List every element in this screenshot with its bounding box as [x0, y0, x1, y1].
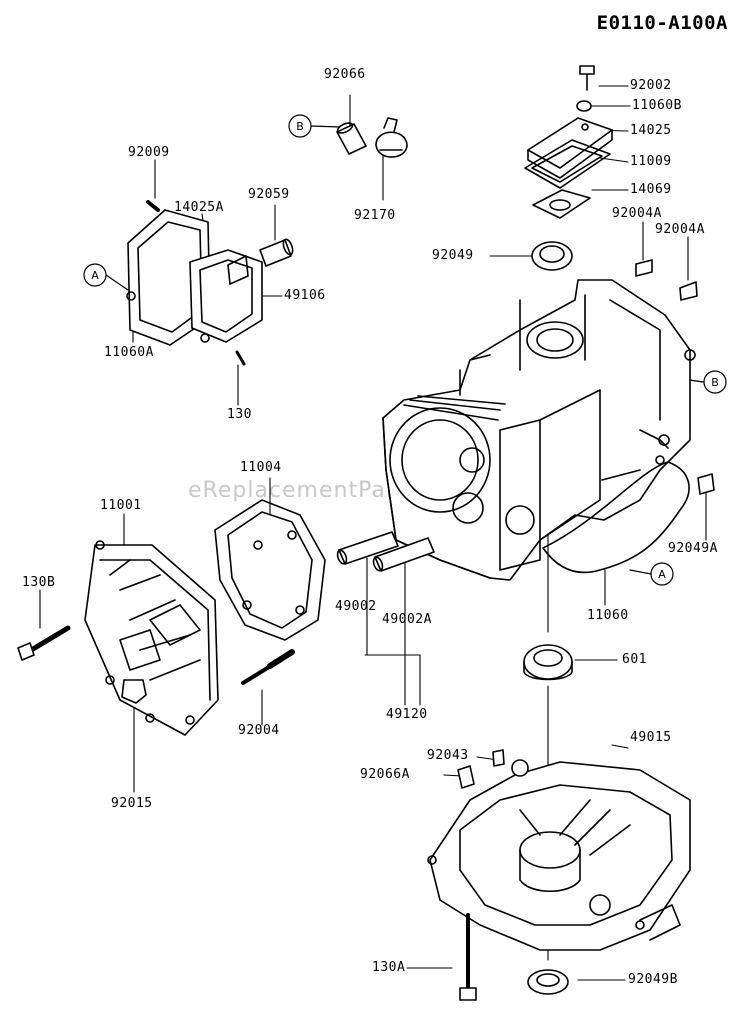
pins-92004A — [635, 259, 698, 301]
label-130: 130 — [227, 407, 252, 422]
bearing-601 — [523, 644, 573, 681]
label-130B: 130B — [22, 575, 56, 590]
label-11060: 11060 — [587, 608, 629, 623]
label-92002: 92002 — [630, 78, 672, 93]
dowel-92059 — [259, 238, 294, 267]
label-14025A: 14025A — [174, 200, 224, 215]
label-11001: 11001 — [100, 498, 142, 513]
label-92049B: 92049B — [628, 972, 678, 987]
dowel-49002 — [336, 531, 399, 565]
label-92004A-1: 92004A — [612, 206, 662, 221]
bolt-130B — [17, 625, 71, 661]
nut-92015 — [121, 679, 147, 704]
plug-92066A — [457, 765, 475, 789]
ref-a-bottom: A — [658, 568, 666, 581]
label-92004A-2: 92004A — [655, 222, 705, 237]
washer-11060B — [576, 100, 592, 112]
label-92066A: 92066A — [360, 767, 410, 782]
bolt-92002 — [579, 65, 595, 91]
label-11060B: 11060B — [632, 98, 682, 113]
ref-b-top: B — [296, 120, 304, 133]
bolt-130A — [459, 913, 477, 1001]
cover-14025 — [527, 117, 613, 179]
stud-92004 — [241, 649, 295, 685]
label-92049: 92049 — [432, 248, 474, 263]
label-92009: 92009 — [128, 145, 170, 160]
label-92059: 92059 — [248, 187, 290, 202]
label-601: 601 — [622, 652, 647, 667]
plug-92043 — [492, 749, 505, 767]
dowel-92066 — [336, 122, 367, 155]
gasket-11004 — [214, 499, 326, 641]
label-92043: 92043 — [427, 748, 469, 763]
seal-92049 — [531, 241, 573, 271]
label-14025: 14025 — [630, 123, 672, 138]
label-92049A: 92049A — [668, 541, 718, 556]
dowel-49002A — [372, 537, 435, 572]
ref-b-right: B — [711, 376, 719, 389]
label-49015: 49015 — [630, 730, 672, 745]
crankcase-cover-49015 — [427, 759, 691, 951]
label-92066: 92066 — [324, 67, 366, 82]
crankcase-11060-main — [382, 279, 696, 581]
ref-a-left: A — [91, 269, 99, 282]
breather-92170 — [375, 117, 408, 158]
ref-balloons — [83, 114, 727, 586]
label-49120: 49120 — [386, 707, 428, 722]
label-14069: 14069 — [630, 182, 672, 197]
gasket-11060 — [542, 461, 690, 574]
diagram-code: E0110-A100A — [596, 12, 728, 34]
label-49002A: 49002A — [382, 612, 432, 627]
cylinder-head-11001 — [84, 540, 219, 736]
plate-14069 — [532, 189, 591, 219]
breather-assembly-left — [126, 200, 263, 366]
label-11009: 11009 — [630, 154, 672, 169]
seal-92049B — [527, 969, 569, 995]
gasket-11009 — [524, 139, 611, 189]
label-49002: 49002 — [335, 599, 377, 614]
label-92170: 92170 — [354, 208, 396, 223]
label-92004: 92004 — [238, 723, 280, 738]
label-49106: 49106 — [284, 288, 326, 303]
label-11004: 11004 — [240, 460, 282, 475]
label-130A: 130A — [372, 960, 406, 975]
plug-92049A — [697, 473, 715, 495]
label-11060A: 11060A — [104, 345, 154, 360]
label-92015: 92015 — [111, 796, 153, 811]
